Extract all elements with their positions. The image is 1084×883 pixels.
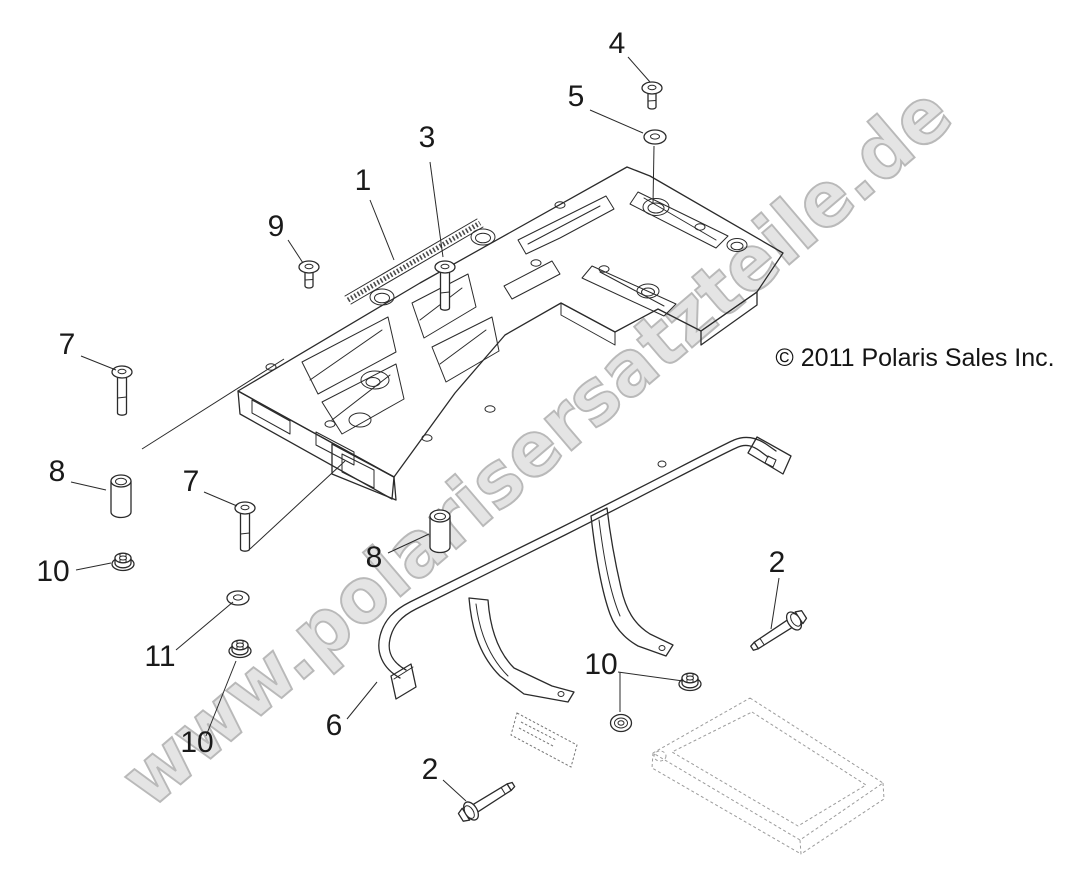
hex-bolt-2-right	[745, 605, 811, 658]
callout-10: 10	[36, 555, 112, 588]
leader-line	[617, 671, 684, 682]
callout-number: 3	[419, 121, 436, 154]
bolt-3	[434, 260, 456, 311]
callout-number: 5	[568, 80, 585, 113]
callout-number: 4	[609, 27, 626, 60]
flange-nut-10-left	[111, 552, 135, 572]
bolt-7-center	[234, 501, 256, 552]
leader-line	[770, 577, 780, 630]
callout-number: 10	[584, 648, 617, 681]
storage-tray-reference	[651, 697, 885, 855]
leader-line	[203, 491, 238, 507]
leader-line	[442, 779, 467, 802]
spacer-8-left	[110, 474, 132, 519]
callout-number: 1	[355, 164, 372, 197]
reflector-decal	[510, 712, 578, 768]
callout-number: 9	[268, 210, 285, 243]
leader-line	[627, 56, 651, 83]
callout-10: 10	[584, 648, 684, 712]
callout-number: 7	[183, 465, 200, 498]
leader-line	[346, 681, 378, 720]
callout-7: 7	[183, 465, 238, 507]
leader-line	[589, 109, 644, 134]
leader-line	[80, 355, 117, 371]
callout-10: 10	[180, 660, 237, 759]
callout-number: 11	[144, 640, 175, 673]
spacer-8-center	[429, 509, 451, 554]
flange-nut-10-right	[678, 672, 702, 692]
alignment-line	[249, 460, 346, 550]
washer-11	[226, 590, 250, 606]
callout-9: 9	[268, 210, 304, 264]
screw-9	[298, 260, 320, 289]
copyright-text: © 2011 Polaris Sales Inc.	[775, 344, 1054, 372]
callout-number: 10	[36, 555, 69, 588]
leader-line	[70, 481, 107, 491]
leader-line	[429, 161, 444, 258]
callout-11: 11	[144, 601, 234, 673]
callout-number: 10	[180, 726, 213, 759]
callout-number: 8	[49, 455, 66, 488]
callout-number: 2	[769, 546, 786, 579]
leader-line	[175, 601, 234, 651]
leader-line	[75, 562, 112, 571]
callout-2: 2	[422, 753, 467, 802]
callout-2: 2	[769, 546, 786, 630]
callout-number: 2	[422, 753, 439, 786]
callout-5: 5	[568, 80, 644, 134]
callout-layer: 45 3 1 9 7 8 10 11 7 8 10 6 10 2 2	[36, 27, 786, 802]
callout-6: 6	[326, 681, 378, 742]
support-tube	[378, 436, 792, 703]
watermark-text: www.polarisersatzteile.de	[104, 68, 968, 824]
leader-line	[387, 533, 430, 554]
rack-holes	[265, 198, 748, 442]
callout-4: 4	[609, 27, 651, 83]
callout-number: 7	[59, 328, 76, 361]
hex-bolt-2-bottom	[454, 775, 520, 827]
alignment-line	[652, 145, 655, 205]
callout-8: 8	[366, 533, 430, 574]
callout-3: 3	[419, 121, 444, 258]
leader-line	[369, 199, 395, 261]
screw-4	[641, 81, 663, 110]
alignment-line	[141, 358, 285, 450]
grommet-10	[609, 713, 633, 733]
callout-number: 6	[326, 709, 343, 742]
flange-nut-10-center	[228, 639, 252, 659]
callout-7: 7	[59, 328, 117, 371]
leader-line	[205, 660, 237, 737]
callout-1: 1	[355, 164, 395, 261]
bolt-7-left	[111, 365, 133, 416]
callout-8: 8	[49, 455, 107, 491]
callout-number: 8	[366, 541, 383, 574]
leader-line	[287, 239, 304, 264]
washer-5	[643, 129, 667, 145]
